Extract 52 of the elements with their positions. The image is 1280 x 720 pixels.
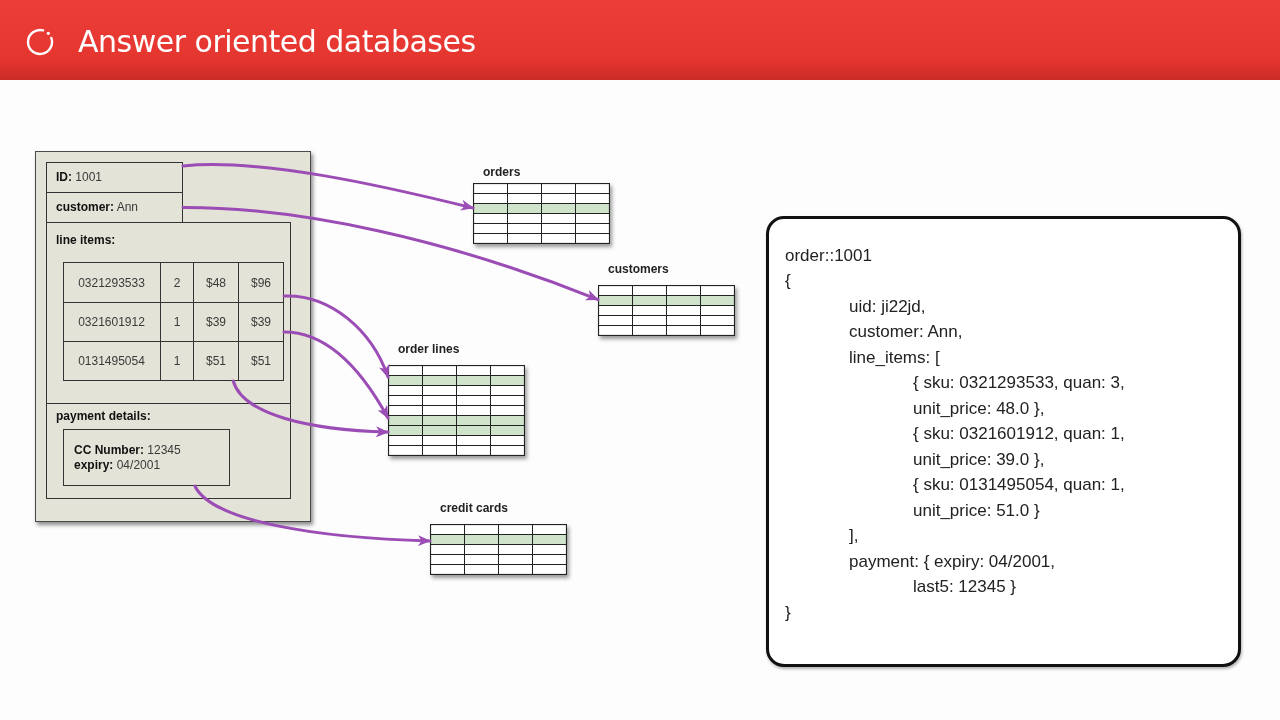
code-line: unit_price: 48.0 }, bbox=[913, 397, 1045, 420]
table-row bbox=[63, 302, 284, 342]
table-cell: $51 bbox=[238, 342, 283, 380]
arrow bbox=[181, 206, 600, 302]
table-cell: $39 bbox=[193, 303, 238, 341]
code-line: { sku: 0321601912, quan: 1, bbox=[913, 423, 1125, 445]
code-line: unit_price: 39.0 }, bbox=[913, 448, 1045, 471]
table-cell: $51 bbox=[193, 342, 238, 380]
table-title: orders bbox=[483, 165, 521, 180]
code-line: { bbox=[785, 270, 791, 292]
section-label: line items: bbox=[56, 233, 116, 247]
table-title: customers bbox=[608, 262, 669, 277]
code-line: line_items: [ bbox=[849, 346, 940, 369]
table-cell: 2 bbox=[160, 263, 193, 302]
arrow bbox=[181, 163, 475, 211]
table-cell: $39 bbox=[238, 303, 283, 341]
code-line: payment: { expiry: 04/2001, bbox=[849, 550, 1056, 573]
table-cell-text: 0131495054 bbox=[77, 353, 146, 370]
table-cell: 1 bbox=[160, 342, 193, 380]
document-card bbox=[35, 151, 311, 522]
code-line: { sku: 0131495054, quan: 1, bbox=[913, 474, 1125, 496]
card-field: expiry: 04/2001 bbox=[74, 457, 161, 473]
code-line: uid: ji22jd, bbox=[849, 295, 926, 318]
code-line: unit_price: 51.0 } bbox=[913, 499, 1040, 522]
code-line: ], bbox=[849, 525, 859, 547]
slide-title: Answer oriented databases bbox=[78, 23, 476, 61]
table-cell: $96 bbox=[238, 263, 283, 302]
code-line: last5: 12345 } bbox=[913, 576, 1017, 598]
id-field: ID: 1001 bbox=[46, 162, 183, 193]
code-line: { sku: 0321293533, quan: 3, bbox=[913, 372, 1125, 394]
line-items-section bbox=[46, 222, 291, 404]
table-cell-text: 0321293533 bbox=[77, 274, 146, 292]
arrow bbox=[282, 294, 390, 379]
table-cell: 1 bbox=[160, 303, 193, 341]
table-cell-text: 0321601912 bbox=[77, 314, 146, 331]
table-cell: $48 bbox=[193, 263, 238, 302]
code-line: } bbox=[785, 601, 791, 624]
table-row bbox=[63, 262, 284, 303]
arrow bbox=[193, 484, 432, 547]
card-field: CC Number: 12345 bbox=[74, 442, 181, 458]
card-details-box bbox=[63, 429, 230, 486]
table-title: order lines bbox=[398, 342, 460, 357]
code-line: customer: Ann, bbox=[849, 321, 963, 343]
table-row bbox=[63, 341, 284, 381]
code-line: order::1001 bbox=[785, 244, 872, 267]
payment-section bbox=[46, 403, 291, 499]
customer-field: customer: Ann bbox=[46, 192, 183, 223]
arrow bbox=[231, 379, 390, 438]
json-document-panel bbox=[766, 216, 1241, 667]
section-label: payment details: bbox=[56, 409, 151, 423]
table-title: credit cards bbox=[440, 501, 509, 516]
arrow bbox=[282, 330, 390, 420]
